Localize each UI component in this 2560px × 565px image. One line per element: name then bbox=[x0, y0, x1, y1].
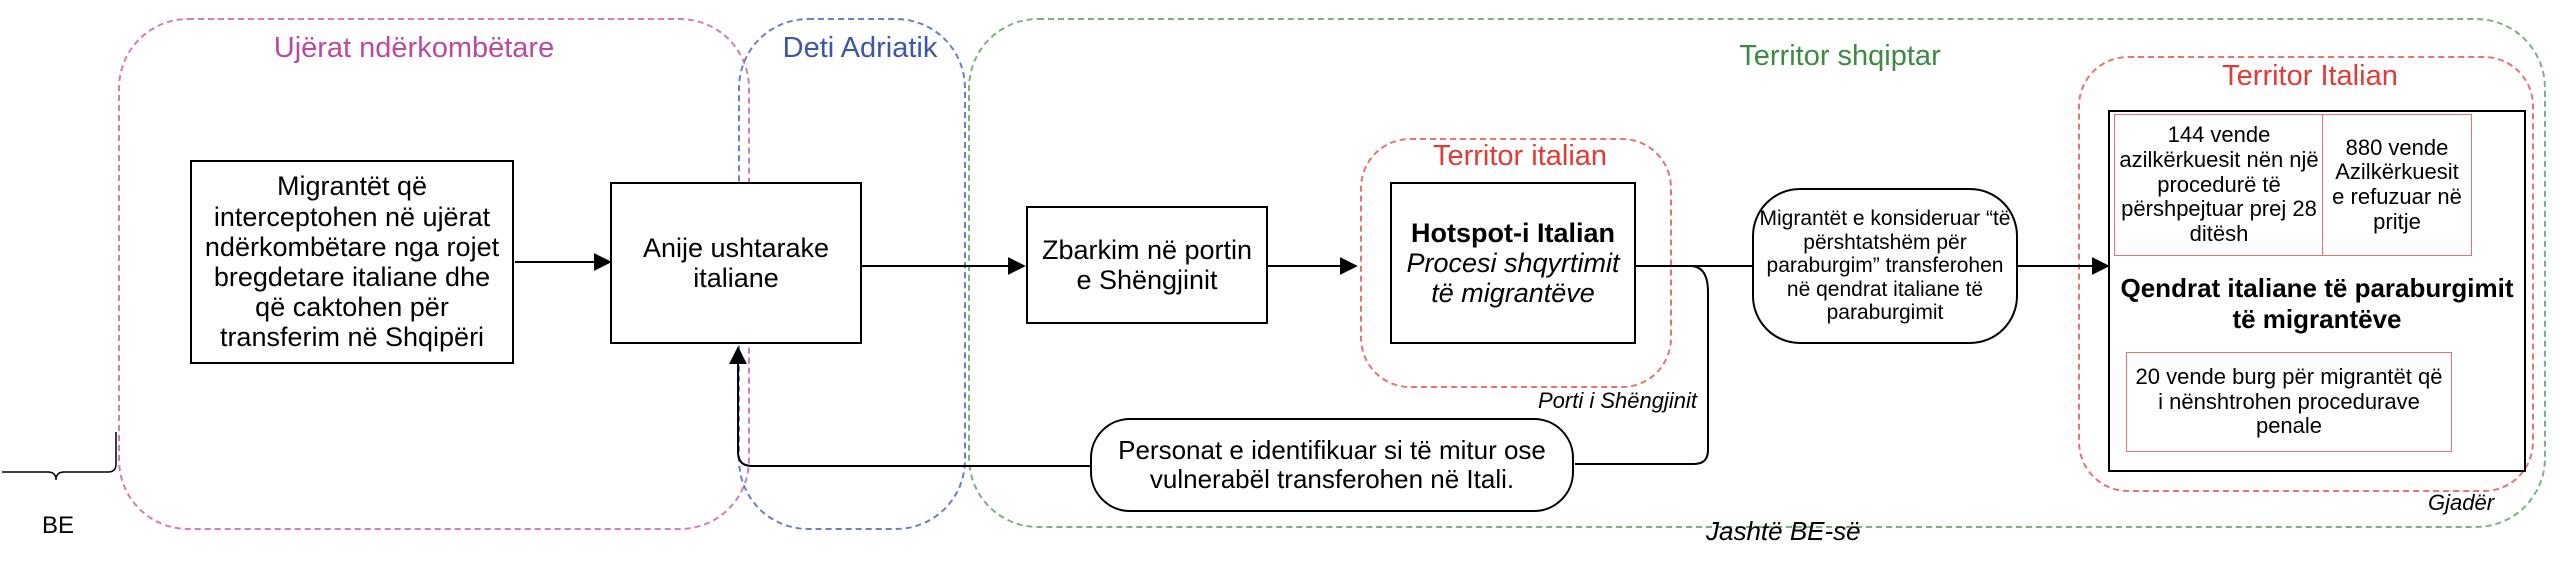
hotspot-subtitle: Procesi shqyrtimit të migrantëve bbox=[1406, 247, 1620, 309]
box-intercepted-migrants: Migrantët që interceptohen në ujërat ndë… bbox=[190, 160, 514, 364]
note-shengjin-port: Porti i Shëngjinit bbox=[1538, 388, 1697, 413]
region-italian-territory-gjader bbox=[2078, 56, 2534, 492]
region-italian-territory-hotspot bbox=[1360, 138, 1672, 388]
arrow-vulnerable-to-ship bbox=[729, 346, 1090, 467]
box-italian-hotspot: Hotspot-i Italian Procesi shqyrtimit të … bbox=[1390, 182, 1636, 344]
label-italian-territory-gjader: Territor Italian bbox=[2222, 60, 2398, 92]
label-albanian-territory: Territor shqiptar bbox=[1739, 40, 1941, 72]
label-adriatic: Deti Adriatik bbox=[782, 32, 938, 64]
note-gjader: Gjadër bbox=[2428, 490, 2495, 515]
box-italian-military-ship: Anije ushtarake italiane bbox=[610, 182, 862, 344]
box-considered-detention: Migrantët e konsideruar “të përshtatshëm… bbox=[1752, 188, 2018, 344]
box-vulnerable-transferred: Personat e identifikuar si të mitur ose … bbox=[1090, 418, 1574, 512]
box-asylum-seekers: 144 vende azilkërkuesit nën një procedur… bbox=[2114, 114, 2324, 256]
label-international-waters: Ujërat ndërkombëtare bbox=[273, 32, 555, 64]
note-outside-eu: Jashtë BE-së bbox=[1706, 516, 1861, 546]
line-hotspot-down-to-vulnerable bbox=[1575, 265, 1709, 465]
box-landing-shengjin: Zbarkim në portin e Shëngjinit bbox=[1026, 206, 1268, 324]
note-eu: BE bbox=[42, 512, 75, 539]
box-rejected-asylum-seekers: 880 vende Azilkërkuesit e refuzuar në pr… bbox=[2322, 114, 2472, 256]
region-albanian-territory bbox=[968, 18, 2546, 528]
detention-centres-title: Qendrat italiane të paraburgimit të migr… bbox=[2120, 272, 2514, 334]
eu-brace bbox=[2, 432, 117, 481]
box-prison-places: 20 vende burg për migrantët që i nënshtr… bbox=[2126, 352, 2452, 452]
label-italian-territory-hotspot: Territor italian bbox=[1432, 140, 1608, 172]
hotspot-title: Hotspot-i Italian bbox=[1411, 217, 1615, 248]
